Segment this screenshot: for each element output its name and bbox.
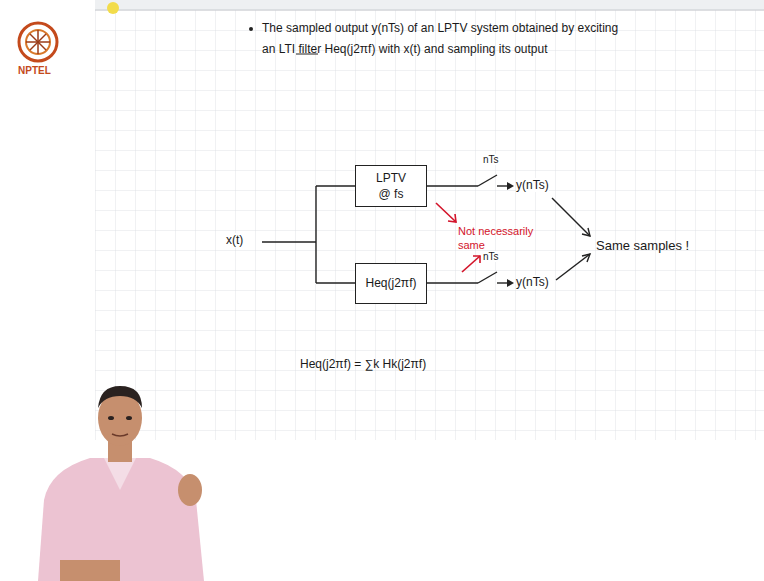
callout-note: Not necessarily same: [458, 224, 534, 252]
sampling-label: nTs: [483, 154, 499, 165]
box-label: Heq(j2πf): [366, 276, 417, 290]
note-text: The sampled output y(nTs) of an LPTV sys…: [262, 18, 622, 60]
equation: Heq(j2πf) = ∑k Hk(j2πf): [300, 357, 426, 371]
signal-name: x(t): [226, 233, 243, 247]
conclusion-note: Same samples !: [596, 238, 689, 253]
system-box: LPTV @ fs: [355, 165, 427, 207]
sampling-label: nTs: [483, 251, 499, 262]
signal-name: y(nTs): [516, 275, 549, 289]
logo-text: NPTEL: [18, 65, 51, 76]
filter-box: Heq(j2πf): [355, 263, 427, 304]
box-label: LPTV @ fs: [369, 170, 413, 202]
signal-name: y(nTs): [516, 178, 549, 192]
